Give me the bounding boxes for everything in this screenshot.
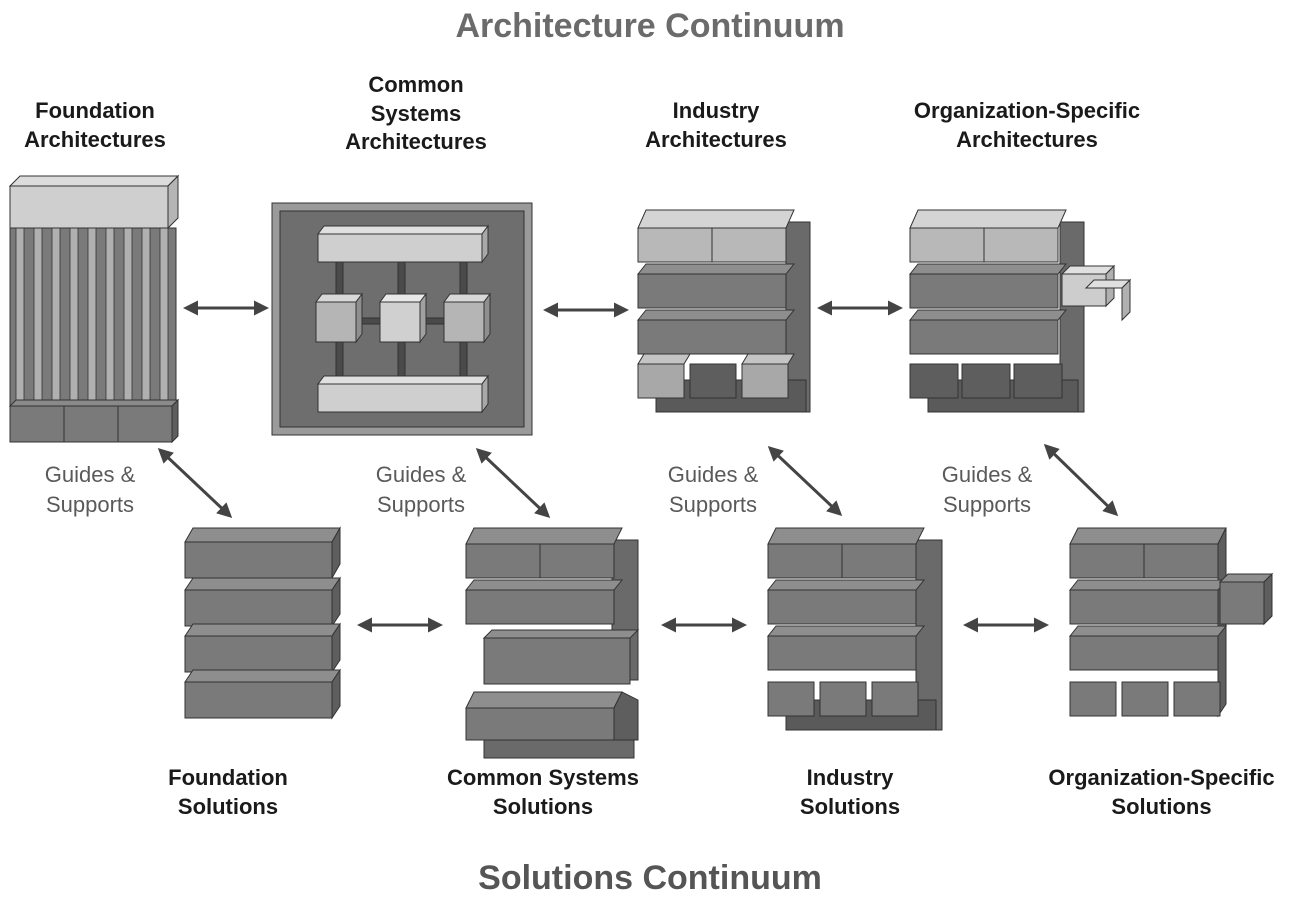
organization-specific-architecture-graphic bbox=[908, 209, 1132, 413]
common-systems-architecture-graphic bbox=[271, 202, 533, 436]
arrow-guides-industry bbox=[767, 445, 843, 517]
architecture-continuum-title: Architecture Continuum bbox=[455, 7, 845, 45]
arrow-guides-foundation bbox=[157, 447, 233, 519]
label-line: Foundation bbox=[35, 98, 155, 123]
foundation-solutions-graphic bbox=[184, 526, 341, 720]
industry-solutions-graphic bbox=[766, 527, 943, 731]
label-line: Common Systems bbox=[447, 765, 639, 790]
label-line: Industry bbox=[672, 98, 760, 123]
label-line: Systems bbox=[370, 100, 462, 126]
label-line: Industry bbox=[806, 765, 894, 790]
organization-specific-solutions-graphic bbox=[1068, 527, 1274, 718]
label-line: Solutions bbox=[492, 793, 594, 819]
foundation-architectures-label: Foundation Architectures bbox=[0, 97, 200, 154]
label-line: Supports bbox=[376, 492, 466, 518]
guides-supports-label-2: Guides & Supports bbox=[351, 460, 491, 521]
label-line: Guides & bbox=[667, 462, 759, 487]
foundation-solutions-label: Foundation Solutions bbox=[128, 764, 328, 821]
solutions-continuum-title: Solutions Continuum bbox=[478, 859, 822, 897]
label-line: Supports bbox=[668, 492, 758, 518]
common-systems-architectures-label: Common Systems Architectures bbox=[306, 71, 526, 157]
label-line: Supports bbox=[45, 492, 135, 518]
connector-arrows bbox=[157, 300, 1119, 633]
organization-specific-solutions-label: Organization-Specific Solutions bbox=[1024, 764, 1299, 821]
label-line: Architectures bbox=[956, 126, 1098, 152]
industry-architecture-graphic bbox=[636, 209, 811, 413]
common-systems-solutions-graphic bbox=[464, 527, 640, 759]
label-line: Guides & bbox=[941, 462, 1033, 487]
common-systems-solutions-label: Common Systems Solutions bbox=[413, 764, 673, 821]
label-line: Organization-Specific bbox=[1048, 765, 1275, 790]
arrow-guides-common bbox=[475, 447, 551, 519]
arrow-guides-org bbox=[1043, 443, 1119, 517]
label-line: Foundation bbox=[168, 765, 288, 790]
foundation-architecture-graphic bbox=[8, 174, 180, 444]
guides-supports-label-1: Guides & Supports bbox=[20, 460, 160, 521]
label-line: Solutions bbox=[799, 793, 901, 819]
guides-supports-label-3: Guides & Supports bbox=[643, 460, 783, 521]
label-line: Architectures bbox=[345, 129, 487, 155]
organization-specific-architectures-label: Organization-Specific Architectures bbox=[887, 97, 1167, 154]
label-line: Common bbox=[368, 72, 464, 97]
label-line: Organization-Specific bbox=[913, 98, 1141, 123]
label-line: Guides & bbox=[375, 462, 467, 487]
label-line: Solutions bbox=[1111, 793, 1212, 819]
guides-supports-label-4: Guides & Supports bbox=[917, 460, 1057, 521]
label-line: Guides & bbox=[44, 462, 136, 487]
label-line: Solutions bbox=[177, 793, 279, 819]
label-line: Architectures bbox=[24, 126, 166, 152]
industry-architectures-label: Industry Architectures bbox=[606, 97, 826, 154]
label-line: Architectures bbox=[645, 126, 787, 152]
label-line: Supports bbox=[942, 492, 1032, 518]
industry-solutions-label: Industry Solutions bbox=[750, 764, 950, 821]
